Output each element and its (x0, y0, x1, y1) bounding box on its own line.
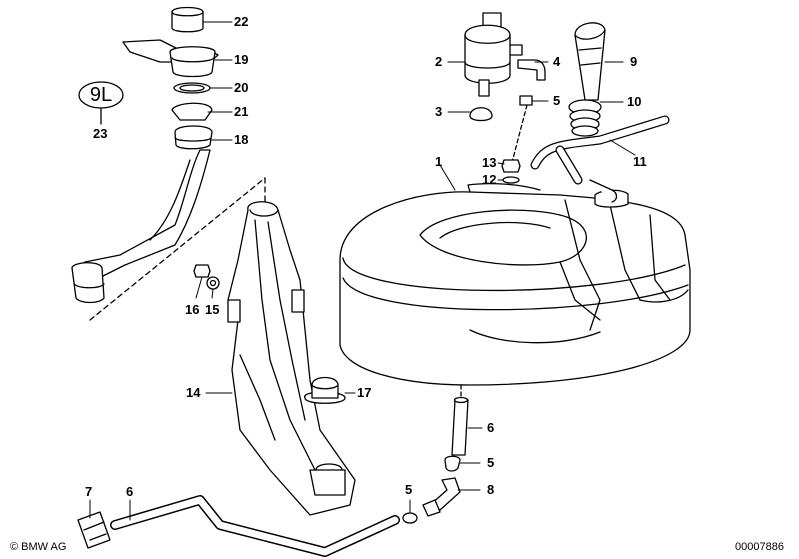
callout-17: 17 (357, 385, 372, 400)
variant-tag-label: 9L (89, 84, 113, 106)
callout-22: 22 (234, 14, 249, 29)
elbow-connector-drawing (509, 59, 546, 171)
nut-and-washer-drawing (501, 159, 521, 184)
nozzle-assembly-drawing (122, 6, 219, 150)
bracket-drawing (227, 201, 356, 516)
callout-14: 14 (186, 385, 201, 400)
small-hose-and-clamps-drawing (402, 384, 469, 524)
callout-11: 11 (633, 154, 647, 169)
callout-6-lower-hose: 6 (126, 484, 134, 499)
callout-16: 16 (185, 302, 200, 317)
callout-4: 4 (553, 54, 561, 69)
callout-18: 18 (234, 132, 249, 147)
hose-drawing (530, 115, 670, 203)
callout-9: 9 (630, 54, 638, 69)
filler-neck-drawing (574, 22, 606, 101)
copyright-notice: © BMW AG (10, 541, 67, 553)
callout-3: 3 (435, 104, 443, 119)
callout-13: 13 (482, 155, 497, 170)
callout-8: 8 (487, 482, 495, 497)
callout-5-clamp: 5 (487, 455, 495, 470)
callout-15: 15 (205, 302, 220, 317)
leader-lines (89, 21, 636, 521)
callout-5-lower-clamp: 5 (405, 482, 413, 497)
washer-reservoir-drawing (339, 182, 691, 386)
callout-2: 2 (435, 54, 443, 69)
lower-hose-drawing (77, 495, 400, 557)
callout-19: 19 (234, 52, 249, 67)
callout-7: 7 (85, 484, 93, 499)
nozzle-arm-drawing (71, 149, 266, 321)
rubber-mount-drawing (304, 376, 346, 404)
grommet-drawing (469, 107, 493, 122)
image-number: 00007886 (735, 541, 784, 553)
washer-pump-drawing (464, 12, 523, 97)
callout-5-pump-plug: 5 (553, 93, 561, 108)
bellows-seal-drawing (568, 99, 602, 137)
callout-21: 21 (234, 104, 249, 119)
callout-23: 23 (93, 126, 108, 141)
callout-1: 1 (435, 154, 443, 169)
callout-12: 12 (482, 172, 497, 187)
callout-20: 20 (234, 80, 249, 95)
callout-10: 10 (627, 94, 642, 109)
mounting-parts-drawing (193, 264, 220, 290)
callout-6-small-hose: 6 (487, 420, 495, 435)
